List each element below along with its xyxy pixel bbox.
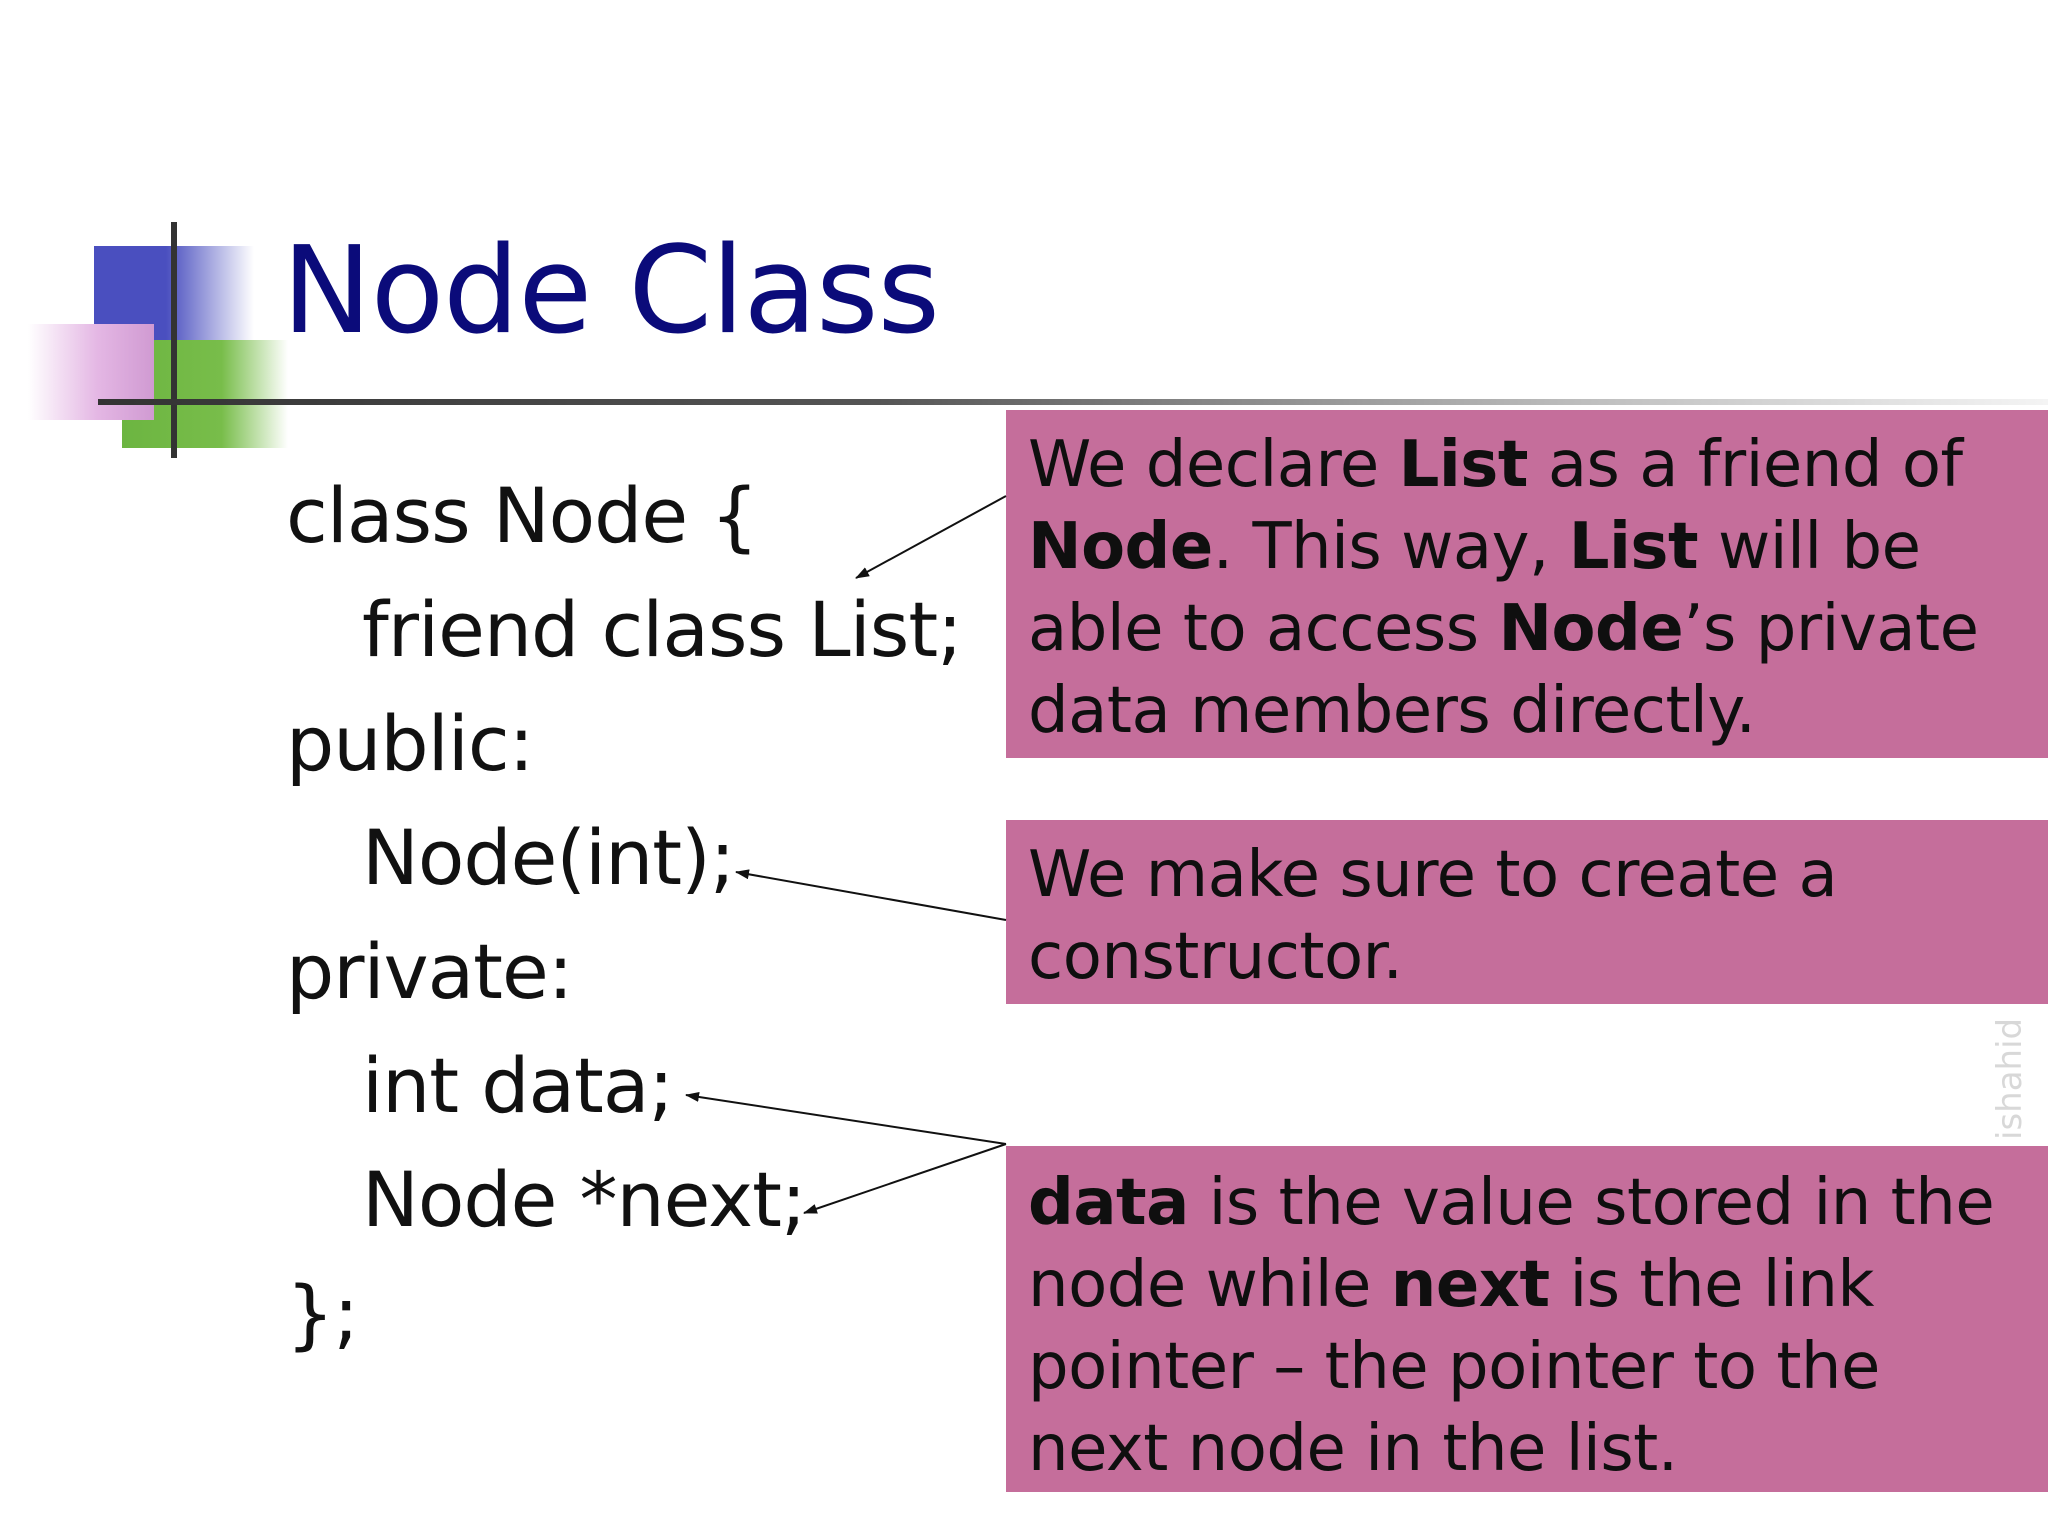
callout-text-segment: ’s private data members directly.	[1028, 592, 1979, 748]
code-line-int-data: int data;	[362, 1041, 674, 1130]
callout-text-segment: List	[1398, 428, 1529, 502]
callout-text-segment: Node	[1498, 592, 1684, 666]
callout-text-segment: We declare	[1028, 428, 1399, 502]
code-line-constructor: Node(int);	[362, 813, 735, 902]
watermark-text: ishahid	[1990, 1017, 2030, 1140]
code-line-close-brace: };	[286, 1269, 359, 1358]
callout-text-segment: We make sure to create a constructor.	[1028, 838, 1838, 994]
callout-text-segment: . This way,	[1212, 510, 1569, 584]
title-underline	[98, 399, 2048, 405]
code-line-class-node: class Node {	[286, 471, 759, 560]
code-line-private: private:	[286, 927, 573, 1016]
code-line-public: public:	[286, 699, 534, 788]
slide-title: Node Class	[282, 222, 940, 361]
callout-text-segment: as a friend of	[1527, 428, 1963, 502]
arrow-to-constructor-line	[735, 869, 1007, 921]
callout-text-segment: data	[1028, 1166, 1189, 1240]
callout-text-segment: will be able to access	[1028, 510, 1921, 666]
code-line-friend-class: friend class List;	[362, 585, 963, 674]
callout-text-segment: next	[1390, 1248, 1550, 1322]
callout-friend-explanation: We declare List as a friend of Node. Thi…	[1006, 410, 2048, 758]
arrow-to-friend-line	[855, 495, 1007, 579]
callout-constructor-explanation: We make sure to create a constructor.	[1006, 820, 2048, 1004]
decor-vertical-bar	[171, 222, 177, 458]
callout-text-segment: Node	[1028, 510, 1213, 584]
callout-text-segment: is the value stored in the node while	[1028, 1166, 1995, 1322]
callout-text-segment: List	[1568, 510, 1699, 584]
arrow-to-next-line	[803, 1143, 1007, 1214]
code-line-node-next: Node *next;	[362, 1155, 806, 1244]
arrow-to-data-line	[685, 1092, 1007, 1145]
callout-data-next-explanation: data is the value stored in the node whi…	[1006, 1146, 2048, 1492]
callout-text-segment: is the link pointer – the pointer to the…	[1028, 1248, 1880, 1486]
